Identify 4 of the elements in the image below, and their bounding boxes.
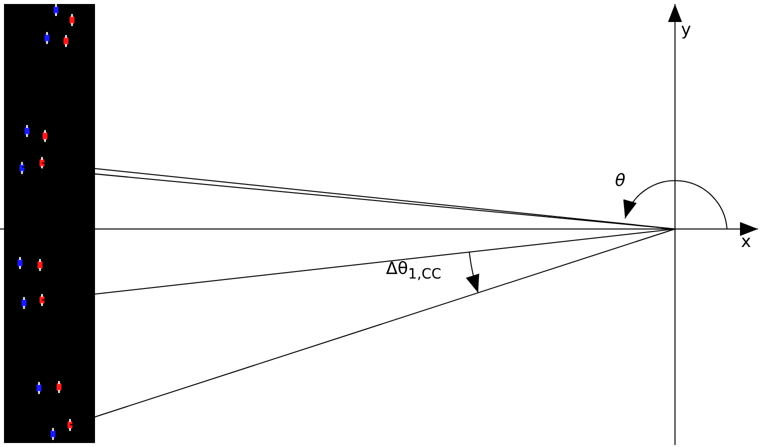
angle-label: Δθ$_{1,CC}$: [386, 261, 442, 282]
angle-label: θ: [615, 173, 626, 190]
axis-label: x: [741, 234, 752, 251]
axis-label: y: [681, 22, 692, 39]
